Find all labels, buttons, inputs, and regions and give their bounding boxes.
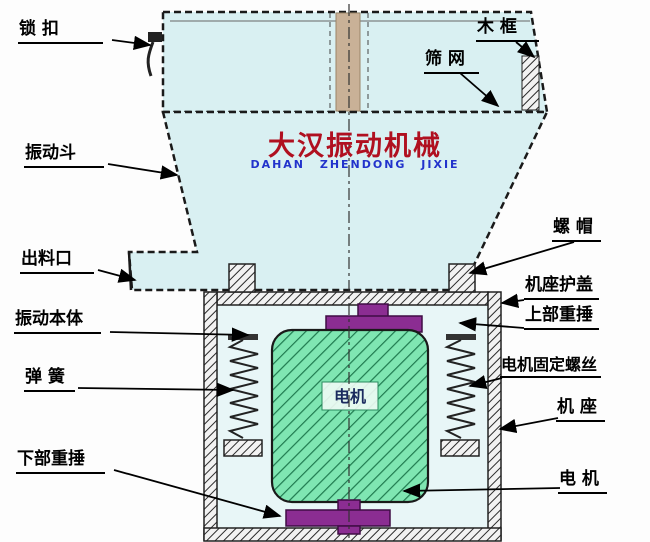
arrow-lower-weight	[113, 469, 282, 519]
body-top-plate	[216, 291, 489, 306]
lower-weight-bar	[285, 509, 391, 527]
label-upper-weight: 上部重捶	[524, 305, 599, 330]
arrow-spring	[77, 382, 235, 397]
watermark-title: 大汉振动机械	[268, 131, 442, 162]
lock-buckle-hook	[146, 41, 155, 77]
right-spring-coil	[444, 339, 476, 439]
arrow-motor	[402, 483, 561, 498]
label-motor: 电 机	[558, 469, 607, 494]
label-base-cover: 机座护盖	[524, 275, 599, 300]
label-discharge-outlet: 出料口	[20, 249, 94, 274]
motor-nameplate-text: 电机	[334, 387, 366, 406]
label-lock-buckle: 锁 扣	[18, 19, 103, 44]
arrow-sieve-mesh	[459, 72, 500, 108]
left-mount-shape	[228, 263, 256, 293]
arrow-base-cover	[500, 293, 525, 308]
arrow-nut	[468, 241, 575, 276]
watermark-subtitle: DAHAN ZHENDONG JIXIE	[250, 158, 460, 171]
arrow-vibration-body	[109, 327, 250, 342]
label-machine-base: 机 座	[556, 397, 605, 422]
label-wood-frame: 木 框	[476, 17, 539, 42]
arrow-upper-weight	[458, 317, 525, 332]
arrow-vibrating-hopper	[107, 163, 179, 180]
label-motor-fixing-screw: 电机固定螺丝	[500, 355, 602, 379]
arrow-motor-fixing-screw	[468, 375, 503, 390]
sieve-mesh-shape	[521, 55, 540, 111]
arrow-machine-base	[498, 417, 559, 434]
center-strip	[335, 12, 361, 112]
motor-nameplate	[321, 381, 379, 411]
left-spring-base	[223, 439, 263, 457]
arrow-discharge-outlet	[97, 268, 137, 283]
arrow-lock-buckle	[111, 35, 152, 51]
right-spring-base	[440, 439, 480, 457]
motor-shape	[270, 328, 430, 504]
body-right-wall	[487, 291, 502, 541]
nut-shape	[448, 263, 476, 293]
hopper-shape	[127, 110, 549, 292]
lock-buckle-shape	[148, 32, 162, 42]
right-spring-cap	[446, 334, 476, 340]
label-lower-weight: 下部重捶	[16, 449, 105, 474]
label-nut: 螺 帽	[552, 217, 601, 242]
label-spring: 弹 簧	[24, 367, 75, 392]
body-left-wall	[203, 291, 218, 541]
arrow-wood-frame	[515, 41, 536, 59]
label-vibration-body: 振动本体	[14, 309, 101, 334]
label-sieve-mesh: 筛 网	[424, 49, 479, 74]
label-vibrating-hopper: 振动斗	[24, 143, 104, 168]
